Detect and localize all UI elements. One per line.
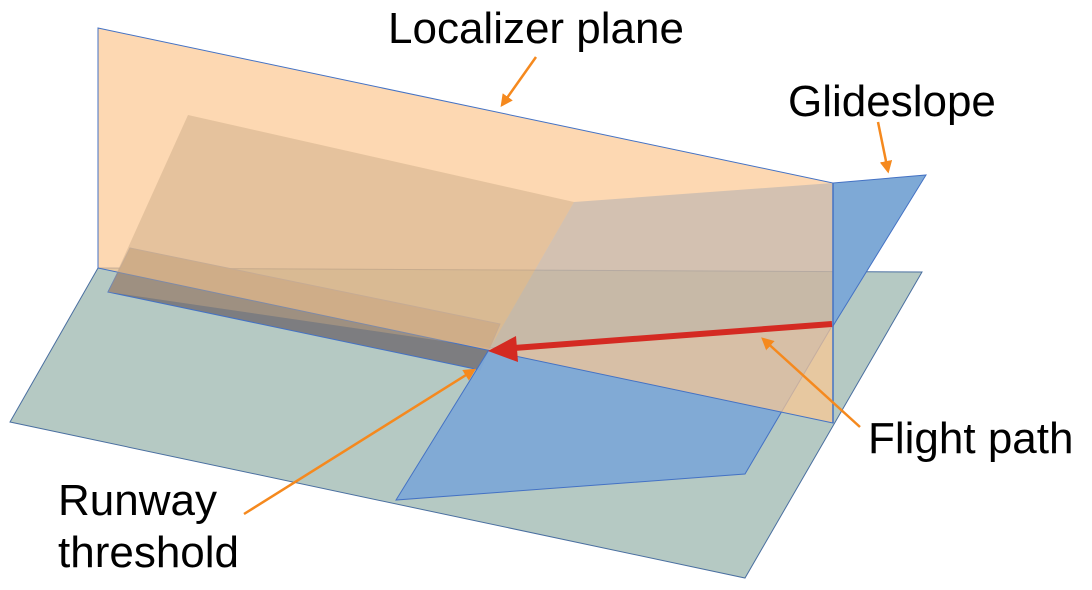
localizer-plane-label: Localizer plane — [388, 4, 684, 53]
flight-path-callout-arrow — [761, 337, 861, 428]
flight-path-label: Flight path — [868, 414, 1074, 463]
flight-path-arrow — [513, 321, 833, 351]
glideslope-callout-arrow — [876, 121, 893, 174]
glideslope-plane-right — [490, 183, 833, 348]
runway-threshold-label-line2: threshold — [58, 528, 240, 577]
runway-threshold-label-line1: Runway — [58, 476, 217, 525]
glideslope-label: Glideslope — [788, 77, 996, 126]
flight-path-arrowhead — [488, 336, 518, 362]
localizer-callout-arrow — [500, 56, 538, 108]
runway-threshold-callout-arrow — [243, 368, 477, 516]
glideslope-plane-upper — [108, 115, 574, 348]
